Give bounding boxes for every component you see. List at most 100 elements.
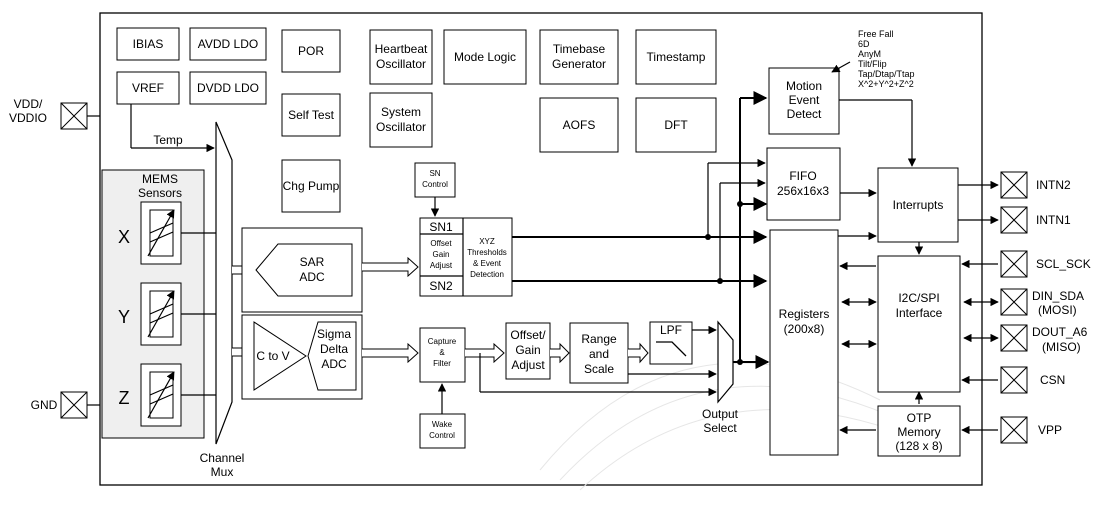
svg-text:Control: Control <box>429 431 455 440</box>
svg-text:Capture: Capture <box>428 337 457 346</box>
avdd-ldo-block: AVDD LDO <box>189 27 267 61</box>
otp-memory-block: OTP Memory (128 x 8) <box>877 405 961 457</box>
sensor-mux-lines <box>181 232 216 396</box>
system-oscillator-block: System Oscillator <box>369 92 433 148</box>
output-select-mux: Output Select <box>702 320 739 435</box>
svg-text:SN: SN <box>429 169 440 178</box>
chg-pump-block: Chg Pump <box>281 159 341 213</box>
svg-text:Control: Control <box>422 180 448 189</box>
svg-text:Sigma: Sigma <box>317 327 351 341</box>
pin-intn2: INTN2 <box>958 171 1071 199</box>
svg-text:& Event: & Event <box>473 259 502 268</box>
ibias-block: IBIAS <box>116 27 180 61</box>
heartbeat-oscillator-block: Heartbeat Oscillator <box>369 29 433 85</box>
svg-text:Event: Event <box>789 93 820 107</box>
c-to-v-sigma-delta-block: C to V Sigma Delta ADC <box>241 314 363 400</box>
svg-text:Filter: Filter <box>433 359 451 368</box>
svg-text:ADC: ADC <box>321 357 347 371</box>
sensor-y: Y <box>118 282 182 346</box>
channel-mux: Channel Mux <box>200 121 244 479</box>
svg-text:Gain: Gain <box>515 343 540 357</box>
pin-vdd-vddio: VDD/ VDDIO <box>9 97 100 130</box>
motion-event-detect-block: Motion Event Detect <box>768 67 840 135</box>
svg-text:Motion: Motion <box>786 79 822 93</box>
svg-text:SN2: SN2 <box>429 279 453 293</box>
svg-text:INTN1: INTN1 <box>1036 213 1071 227</box>
svg-text:DOUT_A6: DOUT_A6 <box>1032 325 1088 339</box>
svg-text:Registers: Registers <box>779 307 830 321</box>
svg-text:Offset/: Offset/ <box>510 328 546 342</box>
svg-text:CSN: CSN <box>1040 373 1065 387</box>
svg-text:Mux: Mux <box>211 465 234 479</box>
por-block: POR <box>281 29 341 73</box>
svg-text:(128 x 8): (128 x 8) <box>895 439 942 453</box>
svg-text:OTP: OTP <box>907 411 932 425</box>
sar-adc-block: SAR ADC <box>241 227 363 313</box>
svg-text:POR: POR <box>298 44 324 58</box>
sn-output-lines <box>512 158 768 288</box>
fifo-block: FIFO 256x16x3 <box>766 147 841 221</box>
dft-block: DFT <box>635 97 717 153</box>
timestamp-block: Timestamp <box>635 29 717 85</box>
svg-text:MEMS: MEMS <box>142 172 178 186</box>
svg-text:Y: Y <box>118 307 130 327</box>
svg-text:SCL_SCK: SCL_SCK <box>1036 257 1091 271</box>
svg-text:DFT: DFT <box>664 118 688 132</box>
interrupts-block: Interrupts <box>877 167 959 243</box>
svg-text:AOFS: AOFS <box>563 118 596 132</box>
svg-text:Output: Output <box>702 407 739 421</box>
motion-event-item: AnyM <box>858 49 881 59</box>
svg-text:Wake: Wake <box>432 420 453 429</box>
motion-to-interrupts <box>839 99 917 167</box>
svg-text:FIFO: FIFO <box>789 169 816 183</box>
offset-gain-adjust-block: Offset/ Gain Adjust <box>505 322 551 380</box>
svg-text:Range: Range <box>581 332 617 346</box>
svg-text:Adjust: Adjust <box>430 261 453 270</box>
svg-text:ADC: ADC <box>299 270 325 284</box>
svg-text:VREF: VREF <box>132 81 164 95</box>
svg-text:Temp: Temp <box>153 133 183 147</box>
svg-text:DIN_SDA: DIN_SDA <box>1032 289 1084 303</box>
svg-text:I2C/SPI: I2C/SPI <box>898 291 939 305</box>
svg-text:Heartbeat: Heartbeat <box>375 42 428 56</box>
svg-text:X: X <box>118 227 130 247</box>
timebase-generator-block: Timebase Generator <box>539 29 619 85</box>
svg-text:Chg Pump: Chg Pump <box>283 179 340 193</box>
temp-signal: Temp <box>130 104 215 153</box>
svg-text:Mode Logic: Mode Logic <box>454 50 516 64</box>
i2c-spi-interface-block: I2C/SPI Interface <box>877 255 961 393</box>
svg-text:&: & <box>439 348 445 357</box>
svg-text:C to V: C to V <box>256 349 289 363</box>
capture-filter-block: Capture & Filter <box>419 327 466 383</box>
motion-event-item: Free Fall <box>858 29 894 39</box>
pin-vpp: VPP <box>961 416 1062 444</box>
svg-text:VDD/: VDD/ <box>14 97 43 111</box>
svg-text:Thresholds: Thresholds <box>467 248 507 257</box>
sn-threshold-block: SN1 Offset Gain Adjust SN2 XYZ Threshold… <box>419 217 513 297</box>
svg-text:256x16x3: 256x16x3 <box>777 184 829 198</box>
registers-block: Registers (200x8) <box>769 229 839 456</box>
motion-events-list: Free Fall6DAnyMTilt/FlipTap/Dtap/TtapX^2… <box>858 29 915 89</box>
svg-text:and: and <box>589 347 609 361</box>
aofs-block: AOFS <box>539 97 619 153</box>
motion-event-item: X^2+Y^2+Z^2 <box>858 79 914 89</box>
svg-text:(MISO): (MISO) <box>1042 340 1081 354</box>
pin-scl-sck: SCL_SCK <box>961 250 1091 278</box>
range-to-lpf-arrow <box>628 342 649 364</box>
pin-gnd: GND <box>31 391 100 419</box>
svg-text:Sensors: Sensors <box>138 186 182 200</box>
svg-text:Self Test: Self Test <box>288 108 334 122</box>
mode-logic-block: Mode Logic <box>443 29 527 85</box>
pin-intn1: INTN1 <box>958 206 1071 234</box>
svg-text:INTN2: INTN2 <box>1036 178 1071 192</box>
range-scale-block: Range and Scale <box>569 322 629 384</box>
lpf-block: LPF <box>649 321 693 365</box>
pin-dout-a6: DOUT_A6 (MISO) <box>963 324 1088 354</box>
svg-text:Interrupts: Interrupts <box>893 198 944 212</box>
svg-text:IBIAS: IBIAS <box>133 37 164 51</box>
svg-text:Generator: Generator <box>552 57 606 71</box>
svg-text:Oscillator: Oscillator <box>376 120 426 134</box>
svg-text:Offset: Offset <box>430 239 452 248</box>
motion-event-item: Tap/Dtap/Ttap <box>858 69 915 79</box>
sn-control-block: SN Control <box>414 162 456 198</box>
